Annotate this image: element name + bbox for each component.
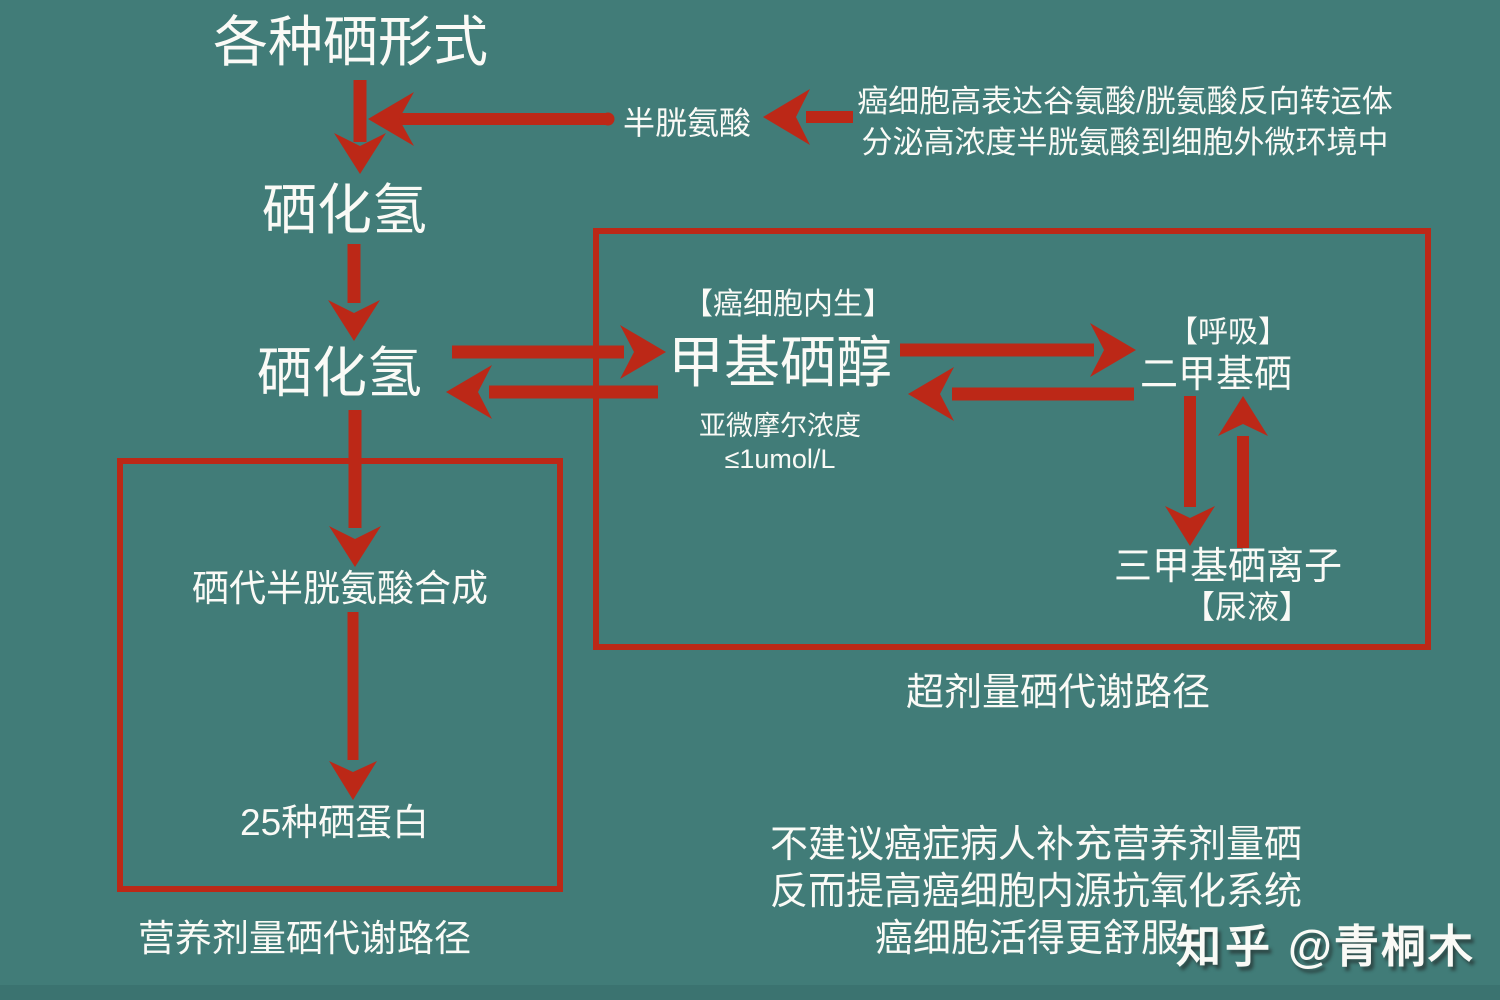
- overdose-pathway-box: [593, 228, 1431, 650]
- tag-breath: 【呼吸】: [1168, 316, 1288, 349]
- arrow-cysteine-feed-cap: [601, 112, 615, 126]
- concentration-note-line2: ≤1umol/L: [724, 444, 836, 474]
- concentration-note-line1: 亚微摩尔浓度: [699, 411, 861, 441]
- node-selenocysteine-synthesis: 硒代半胱氨酸合成: [192, 568, 488, 609]
- tag-urine: 【尿液】: [1183, 589, 1312, 625]
- transporter-note-line2: 分泌高浓度半胱氨酸到细胞外微环境中: [861, 125, 1389, 160]
- overdose-pathway-caption: 超剂量硒代谢路径: [906, 672, 1211, 714]
- transporter-note-line1: 癌细胞高表达谷氨酸/胱氨酸反向转运体: [857, 84, 1393, 119]
- nutritional-pathway-box: [117, 458, 563, 892]
- tag-cancer-cell-endogenous: 【癌细胞内生】: [683, 288, 893, 321]
- watermark: 知乎 @青桐木: [1176, 910, 1475, 975]
- node-dimethyl-selenide: 二甲基硒: [1140, 354, 1293, 396]
- arrow-note-to-cysteine-head: [763, 89, 810, 145]
- node-hydrogen-selenide-1: 硒化氢: [262, 179, 428, 241]
- arrow-source-to-h2se1-head: [334, 133, 386, 174]
- conclusion-line3: 癌细胞活得更舒服: [875, 918, 1180, 960]
- node-hydrogen-selenide-2: 硒化氢: [257, 342, 423, 404]
- arrow-h2se1-to-h2se2-head: [328, 300, 380, 341]
- conclusion-line1: 不建议癌症病人补充营养剂量硒: [770, 824, 1303, 866]
- node-source: 各种硒形式: [213, 11, 489, 73]
- conclusion-line2: 反而提高癌细胞内源抗氧化系统: [770, 871, 1303, 913]
- nutritional-pathway-caption: 营养剂量硒代谢路径: [138, 918, 471, 959]
- arrow-methylselenol-to-h2se2-head: [446, 365, 492, 419]
- node-trimethylselenonium: 三甲基硒离子: [1114, 546, 1343, 588]
- node-cysteine: 半胱氨酸: [623, 105, 752, 141]
- node-selenoproteins: 25种硒蛋白: [240, 802, 430, 843]
- footer-strip: [0, 985, 1500, 1000]
- watermark-brand: 知乎: [1176, 921, 1275, 972]
- transporter-note: 癌细胞高表达谷氨酸/胱氨酸反向转运体 分泌高浓度半胱氨酸到细胞外微环境中: [845, 81, 1405, 163]
- arrow-cysteine-feed-head: [368, 92, 414, 146]
- node-methylselenol: 甲基硒醇: [668, 331, 892, 394]
- watermark-author: @青桐木: [1288, 921, 1475, 972]
- concentration-note: 亚微摩尔浓度 ≤1umol/L: [660, 410, 900, 476]
